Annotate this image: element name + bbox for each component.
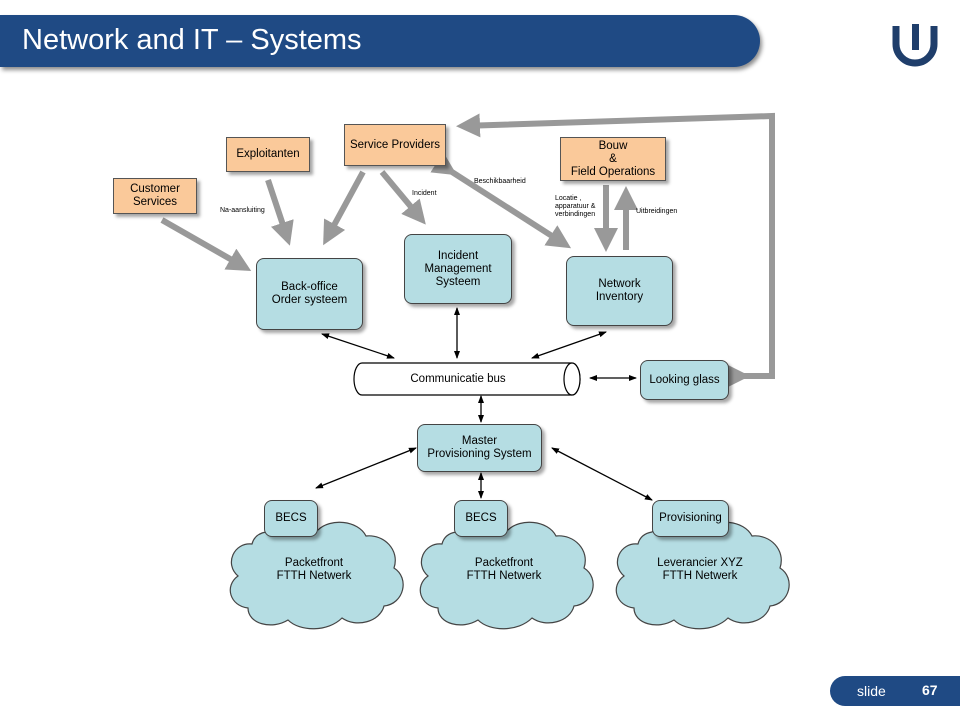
communicatie-bus-label: Communicatie bus — [410, 372, 506, 385]
cloud-label-3: Leverancier XYZ FTTH Netwerk — [657, 557, 743, 582]
edge-label-locatie: Locatie , apparatuur & verbindingen — [555, 195, 596, 218]
network-inventory-box: Network Inventory — [566, 256, 673, 326]
cloud-label-2: Packetfront FTTH Netwerk — [466, 557, 542, 582]
link-master-becs1 — [315, 447, 417, 489]
master-provisioning-box: Master Provisioning System — [417, 424, 542, 472]
becs-box-2: BECS — [454, 500, 508, 537]
customer-services-box: Customer Services — [113, 178, 197, 214]
becs-box-1: BECS — [264, 500, 318, 537]
cloud-shape-3 — [615, 519, 790, 630]
page-title: Network and IT – Systems — [22, 24, 362, 56]
arrow-service-providers-to-backoffice — [323, 170, 366, 246]
service-providers-box: Service Providers — [344, 124, 446, 166]
edge-label-incident: Incident — [412, 190, 437, 197]
provisioning-box: Provisioning — [652, 500, 729, 537]
incident-management-box: Incident Management Systeem — [404, 234, 512, 304]
slide-number: 67 — [922, 682, 938, 698]
link-backoffice-bus — [321, 333, 395, 359]
looking-glass-box: Looking glass — [640, 360, 729, 400]
link-inventory-bus — [531, 331, 607, 359]
arrow-looking-glass-to-service-providers — [456, 112, 775, 388]
slide-label: slide — [857, 683, 886, 699]
bouw-field-operations-box: Bouw & Field Operations — [560, 137, 666, 181]
edge-label-na-aansluiting: Na-aansluiting — [220, 207, 265, 214]
cloud-label-1: Packetfront FTTH Netwerk — [276, 557, 352, 582]
backoffice-order-system-box: Back-office Order systeem — [256, 258, 363, 330]
link-master-provisioning — [551, 447, 653, 501]
edge-label-beschikbaarheid: Beschikbaarheid — [474, 178, 526, 185]
edge-label-uitbreidingen: Uitbreidingen — [636, 208, 678, 215]
cloud-shape-2 — [419, 519, 594, 630]
title-bar — [0, 15, 760, 67]
arrow-customer-to-backoffice — [160, 217, 252, 271]
communicatie-bus-shape — [353, 362, 581, 396]
arrow-service-providers-to-incident — [379, 170, 426, 225]
cloud-shape-1 — [229, 519, 404, 630]
university-logo-icon — [892, 24, 938, 67]
arrow-exploitanten-to-backoffice — [265, 179, 294, 246]
slide-number-bar — [830, 676, 960, 706]
exploitanten-box: Exploitanten — [226, 137, 310, 172]
